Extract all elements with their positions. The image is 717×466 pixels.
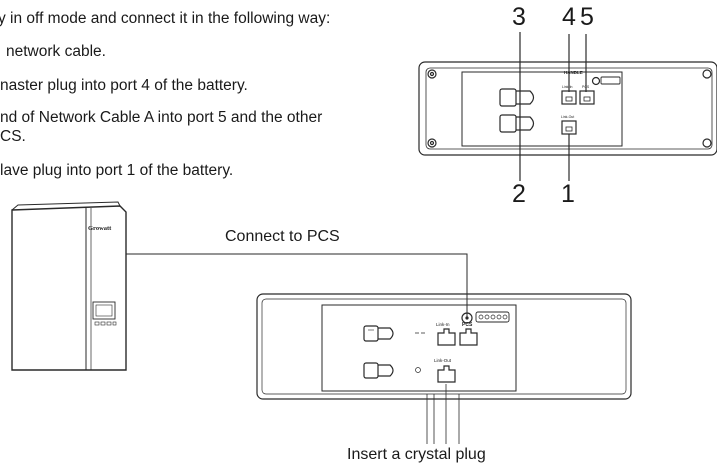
- power-terminal-2: [499, 114, 535, 133]
- port-number-4: 4: [562, 3, 576, 31]
- handle-label: HANDLE: [564, 70, 583, 75]
- large-pcs-label: PCS: [462, 322, 473, 328]
- top-pcs-label: PCS: [582, 85, 590, 89]
- port-number-1: 1: [561, 180, 575, 208]
- instruction-line-4-cont: CS.: [0, 128, 26, 145]
- port-number-3: 3: [512, 3, 526, 31]
- large-link-in-label: Link-In: [436, 322, 450, 327]
- insert-crystal-plug-caption: Insert a crystal plug: [347, 446, 486, 463]
- battery-panel-large: [256, 293, 632, 444]
- top-link-in-label: Link-In: [562, 85, 573, 89]
- inverter-brand: Growatt: [88, 225, 112, 232]
- port-number-2: 2: [512, 180, 526, 208]
- battery-panel-top: [418, 32, 717, 181]
- port-link-in-large: [437, 328, 456, 346]
- port-number-5: 5: [580, 3, 594, 31]
- power-terminal-3: [499, 88, 535, 107]
- port-link-out-top: [561, 120, 577, 135]
- instruction-line-2: network cable.: [6, 43, 106, 60]
- large-link-out-label: Link-Out: [434, 358, 452, 363]
- port-pcs-top: [579, 90, 595, 105]
- inverter-unit: [11, 201, 127, 371]
- instruction-line-3: naster plug into port 4 of the battery.: [0, 77, 248, 94]
- connect-to-pcs-caption: Connect to PCS: [225, 228, 340, 245]
- power-terminal-upper: [363, 325, 394, 342]
- port-link-out-large: [437, 365, 456, 383]
- port-pcs-large: [459, 328, 478, 346]
- power-terminal-lower: [363, 362, 394, 379]
- instruction-line-1: y in off mode and connect it in the foll…: [0, 10, 331, 27]
- instruction-line-5: lave plug into port 1 of the battery.: [0, 162, 234, 179]
- port-link-in-top: [561, 90, 577, 105]
- instruction-line-4: nd of Network Cable A into port 5 and th…: [0, 109, 323, 126]
- top-link-out-label: Link-Out: [561, 115, 574, 119]
